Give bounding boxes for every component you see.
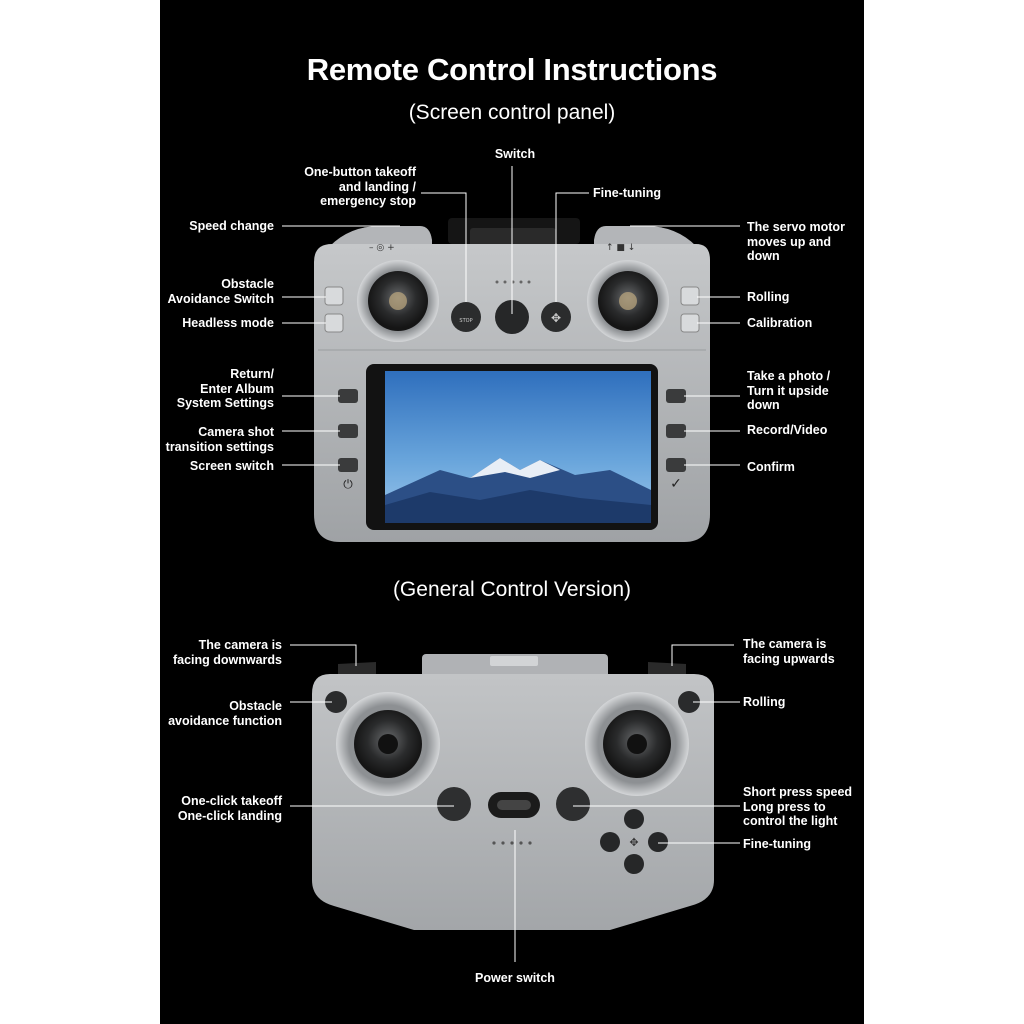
label-take-photo: Take a photo / Turn it upside down (747, 369, 831, 412)
label-return: Return/ Enter Album System Settings (176, 367, 274, 410)
screen-remote-illustration: – ◎ + ↑ ■ ↓ STOP ✥ ⏻ ✓ (314, 218, 710, 542)
general-remote-illustration: ✥ (312, 654, 714, 930)
label-servo: The servo motor moves up and down (747, 220, 845, 263)
page-title: Remote Control Instructions (306, 52, 718, 87)
fine-tune-button (541, 302, 571, 332)
label-confirm: Confirm (747, 460, 795, 474)
label-rolling: Rolling (747, 290, 790, 304)
speed-icons: – ◎ + (369, 243, 395, 253)
label-power-switch: Power switch (475, 971, 555, 985)
obstacle-button (325, 691, 347, 713)
svg-text:✥: ✥ (629, 836, 638, 849)
takeoff-button (437, 787, 471, 821)
svg-text:STOP: STOP (459, 318, 472, 324)
label-obstacle-switch: Obstacle Avoidance Switch (167, 277, 274, 306)
speed-button (556, 787, 590, 821)
label-calibration: Calibration (747, 316, 813, 330)
svg-text:✥: ✥ (551, 311, 561, 325)
rolling-button (678, 691, 700, 713)
section-title-general: (General Control Version) (392, 578, 632, 601)
label-speed-change: Speed change (189, 219, 274, 233)
label-camera-up: The camera is facing upwards (743, 637, 835, 666)
label-obstacle-function: Obstacle avoidance function (168, 699, 282, 728)
label-switch: Switch (494, 147, 536, 161)
label-takeoff: One-button takeoff and landing / emergen… (304, 165, 416, 208)
label-fine-tuning: Fine-tuning (593, 186, 662, 200)
switch-button (495, 300, 529, 334)
servo-icons: ↑ ■ ↓ (606, 243, 635, 253)
section-title-screen: (Screen control panel) (408, 101, 616, 124)
svg-text:⏻: ⏻ (343, 477, 353, 491)
label-general-fine-tuning: Fine-tuning (743, 837, 812, 851)
label-record: Record/Video (747, 423, 828, 437)
svg-text:✓: ✓ (670, 476, 682, 492)
label-one-click: One-click takeoff One-click landing (177, 794, 282, 823)
label-screen-switch: Screen switch (189, 459, 274, 473)
stop-button (451, 302, 481, 332)
label-camera-down: The camera is facing downwards (172, 638, 282, 667)
label-camera-shot: Camera shot transition settings (165, 425, 274, 454)
label-general-rolling: Rolling (743, 695, 786, 709)
label-speed-light: Short press speed Long press to control … (743, 785, 853, 828)
label-headless: Headless mode (182, 316, 274, 330)
leader-lines (282, 166, 740, 962)
